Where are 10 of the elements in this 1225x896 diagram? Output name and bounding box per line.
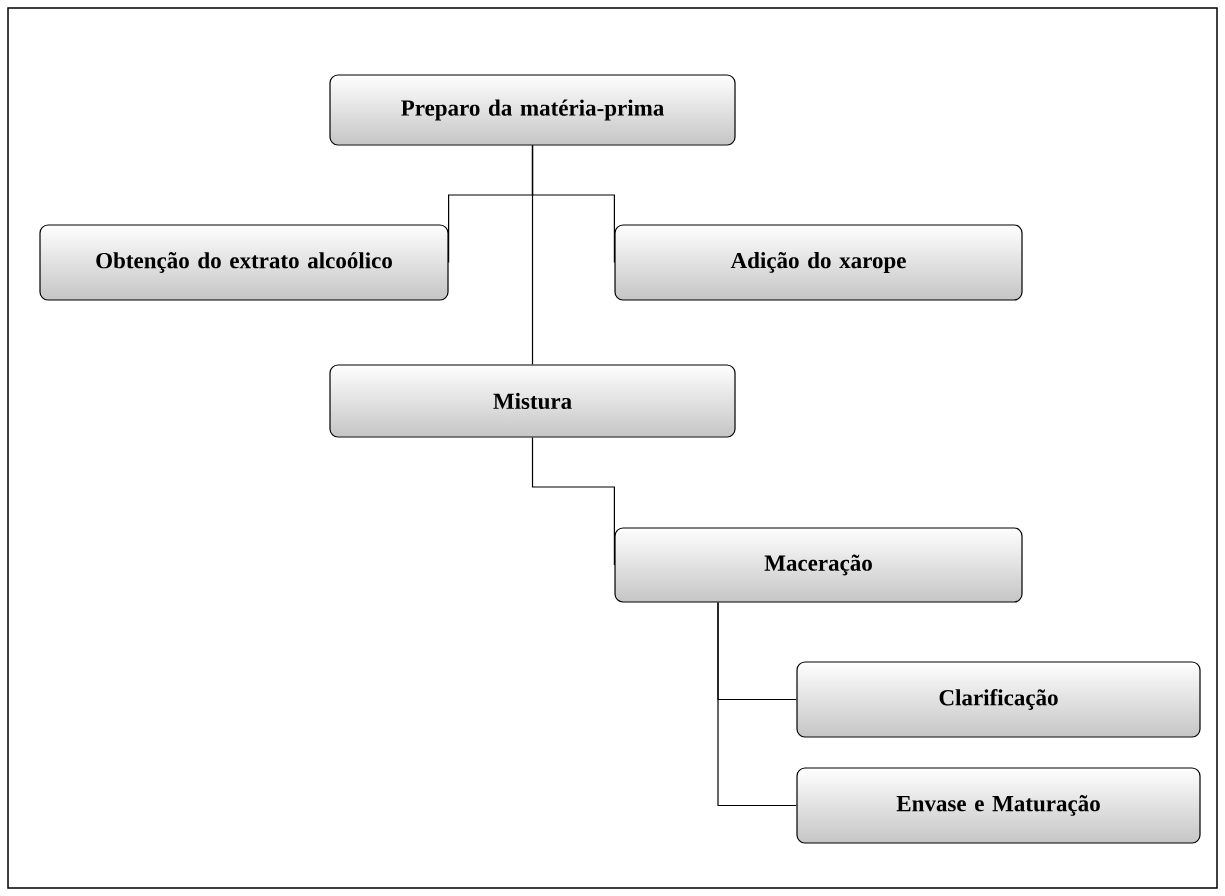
process-box: Obtenção do extrato alcoólico bbox=[39, 224, 449, 301]
process-box: Maceração bbox=[614, 527, 1023, 603]
connector-line bbox=[531, 437, 615, 566]
process-box: Preparo da matéria-prima bbox=[329, 74, 736, 146]
connector-line bbox=[717, 602, 797, 807]
process-box: Mistura bbox=[329, 364, 736, 438]
process-box: Adição do xarope bbox=[614, 224, 1023, 301]
process-box: Envase e Maturação bbox=[796, 767, 1201, 844]
connector-line bbox=[531, 145, 534, 365]
process-box: Clarificação bbox=[796, 661, 1201, 738]
